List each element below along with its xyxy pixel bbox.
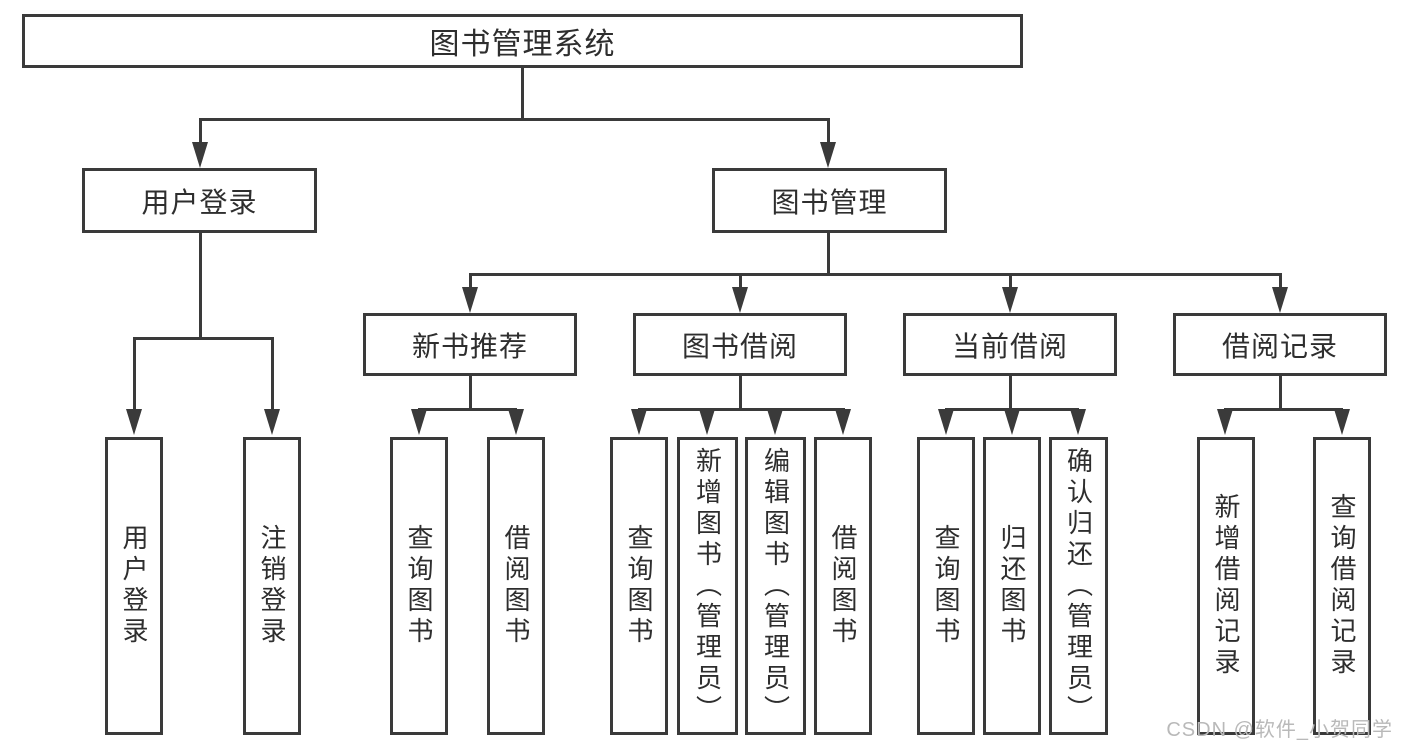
leaf-user-login: 用户登录: [105, 437, 163, 735]
leaf-borrowing-query-book-label: 查询图书: [624, 524, 654, 648]
node-current-borrowing: 当前借阅: [903, 313, 1117, 376]
leaf-recommend-query-book: 查询图书: [390, 437, 448, 735]
connector-new-book-rec-drop: [469, 273, 472, 287]
watermark: CSDN @软件_小贺同学: [1166, 719, 1393, 741]
leaf-current-confirm-return-admin: 确认归还（管理员）: [1049, 437, 1108, 735]
connector-user-login-rail: [133, 337, 274, 340]
leaf-user-login-label: 用户登录: [119, 524, 149, 648]
connector-root-stem: [521, 68, 524, 118]
leaf-current-return-book: 归还图书: [983, 437, 1041, 735]
arrowhead-book-mgmt: [820, 142, 836, 168]
arrowhead-bb-add: [699, 409, 715, 435]
leaf-logout-label: 注销登录: [257, 524, 287, 648]
arrowhead-bb-query: [631, 409, 647, 435]
arrowhead-br-query: [1334, 409, 1350, 435]
arrowhead-bb-edit: [767, 409, 783, 435]
leaf-records-query-record: 查询借阅记录: [1313, 437, 1371, 735]
connector-borrow-record-drop: [1279, 273, 1282, 287]
connector-user-login-drop: [199, 118, 202, 142]
arrowhead-borrow-record: [1272, 287, 1288, 313]
connector-level3-rail: [469, 273, 1281, 276]
leaf-recommend-borrow-book-label: 借阅图书: [501, 524, 531, 648]
leaf-records-add-record-label: 新增借阅记录: [1211, 493, 1241, 679]
arrowhead-book-borrow: [732, 287, 748, 313]
node-user-login: 用户登录: [82, 168, 317, 233]
arrowhead-cb-return: [1004, 409, 1020, 435]
leaf-records-query-record-label: 查询借阅记录: [1327, 493, 1357, 679]
connector-book-mgmt-drop: [827, 118, 830, 142]
connector-level1-rail: [199, 118, 829, 121]
connector-leaf-logout-drop: [271, 337, 274, 409]
connector-br-stem: [1279, 376, 1282, 408]
arrowhead-rec-query: [411, 409, 427, 435]
arrowhead-leaf-user-login: [126, 409, 142, 435]
leaf-recommend-borrow-book: 借阅图书: [487, 437, 545, 735]
arrowhead-current-borrow: [1002, 287, 1018, 313]
connector-bb-stem: [739, 376, 742, 408]
arrowhead-rec-borrow: [508, 409, 524, 435]
leaf-borrowing-borrow-book-label: 借阅图书: [828, 524, 858, 648]
connector-book-borrow-drop: [739, 273, 742, 287]
connector-user-login-stem: [199, 233, 202, 337]
arrowhead-bb-borrow: [835, 409, 851, 435]
connector-book-mgmt-stem: [827, 233, 830, 273]
connector-leaf-user-login-drop: [133, 337, 136, 409]
connector-rec-rail: [418, 408, 517, 411]
connector-br-rail: [1224, 408, 1343, 411]
arrowhead-cb-query: [938, 409, 954, 435]
leaf-logout: 注销登录: [243, 437, 301, 735]
node-library-management-system: 图书管理系统: [22, 14, 1023, 68]
arrowhead-user-login: [192, 142, 208, 168]
leaf-borrowing-query-book: 查询图书: [610, 437, 668, 735]
arrowhead-leaf-logout: [264, 409, 280, 435]
connector-rec-stem: [469, 376, 472, 408]
node-new-book-recommend: 新书推荐: [363, 313, 577, 376]
leaf-borrowing-borrow-book: 借阅图书: [814, 437, 872, 735]
leaf-borrowing-edit-book-admin: 编辑图书（管理员）: [745, 437, 806, 735]
leaf-current-query-book-label: 查询图书: [931, 524, 961, 648]
leaf-records-add-record: 新增借阅记录: [1197, 437, 1255, 735]
leaf-recommend-query-book-label: 查询图书: [404, 524, 434, 648]
leaf-borrowing-add-book-admin: 新增图书（管理员）: [677, 437, 738, 735]
leaf-borrowing-add-book-admin-label: 新增图书（管理员）: [692, 446, 723, 726]
node-book-borrowing: 图书借阅: [633, 313, 847, 376]
arrowhead-new-book-rec: [462, 287, 478, 313]
node-book-management: 图书管理: [712, 168, 947, 233]
leaf-borrowing-edit-book-admin-label: 编辑图书（管理员）: [760, 446, 791, 726]
leaf-current-query-book: 查询图书: [917, 437, 975, 735]
connector-bb-rail: [638, 408, 845, 411]
leaf-current-confirm-return-admin-label: 确认归还（管理员）: [1063, 446, 1094, 726]
arrowhead-br-add: [1217, 409, 1233, 435]
node-borrowing-records: 借阅记录: [1173, 313, 1387, 376]
connector-cb-stem: [1009, 376, 1012, 408]
connector-current-borrow-drop: [1009, 273, 1012, 287]
leaf-current-return-book-label: 归还图书: [997, 524, 1027, 648]
arrowhead-cb-confirm: [1070, 409, 1086, 435]
